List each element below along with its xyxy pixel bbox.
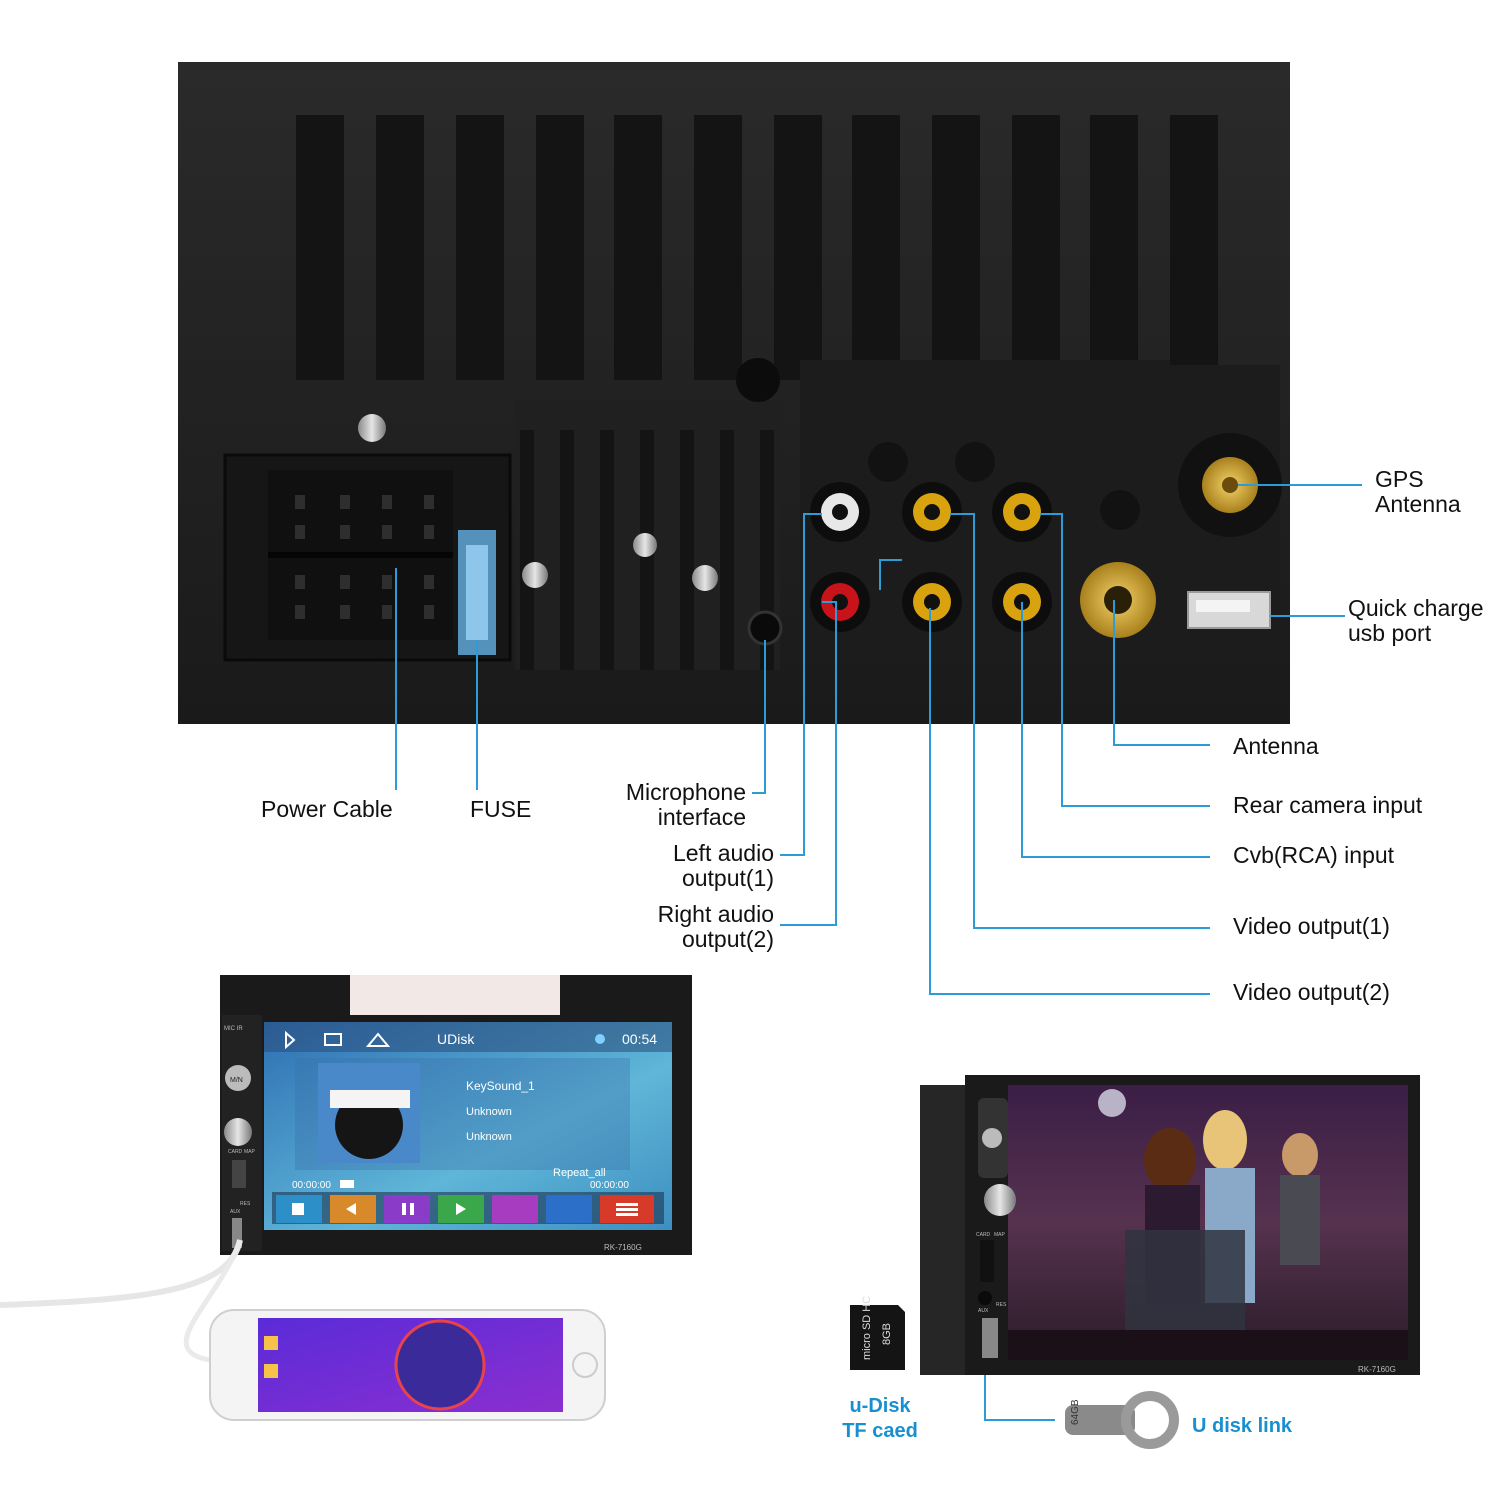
mode-button[interactable] xyxy=(982,1128,1002,1148)
usb-capacity: 64GB xyxy=(1070,1399,1081,1425)
smartphone xyxy=(209,1309,606,1421)
track-title: KeySound_1 xyxy=(466,1079,535,1093)
head-unit-back xyxy=(178,62,1290,724)
pause-button[interactable] xyxy=(384,1195,430,1223)
home-icon[interactable] xyxy=(365,1032,391,1047)
micro-sd-card: micro SD HC 8GB xyxy=(850,1296,905,1370)
mic-icon xyxy=(595,1034,605,1044)
screw-icon xyxy=(522,562,548,588)
mic-ir-label: MIC IR xyxy=(224,1026,243,1032)
album: Unknown xyxy=(466,1131,512,1143)
card-slot xyxy=(980,1240,994,1282)
mode-button[interactable] xyxy=(225,1065,251,1091)
video-output-2-label: Video output(2) xyxy=(1233,979,1390,1005)
spec-sticker xyxy=(350,975,560,1015)
progress-icon xyxy=(340,1180,354,1188)
fuse-label: FUSE xyxy=(470,796,532,822)
rear-camera-label: Rear camera input xyxy=(1233,792,1423,818)
sd-capacity: 8GB xyxy=(881,1323,893,1345)
usb-stick: 64GB xyxy=(1065,1391,1179,1449)
udisk-link-label: U disk link xyxy=(1192,1415,1293,1437)
cvb-input-label: Cvb(RCA) input xyxy=(1233,842,1395,868)
model-label: RK-7160G xyxy=(1358,1365,1396,1374)
res-label: RES xyxy=(996,1302,1007,1308)
home-button-icon xyxy=(572,1352,598,1378)
card-slot xyxy=(232,1160,246,1188)
screw-icon xyxy=(692,565,718,591)
aux-jack-icon xyxy=(978,1291,992,1305)
screen-title: UDisk xyxy=(437,1031,475,1047)
res-label: RES xyxy=(240,1201,251,1207)
card-label: CARD xyxy=(976,1232,991,1238)
front-unit-music xyxy=(220,975,692,1255)
model-label: RK-7160G xyxy=(604,1243,642,1252)
volume-knob[interactable] xyxy=(984,1184,1016,1216)
sd-brand: micro SD HC xyxy=(861,1296,873,1360)
back-icon[interactable] xyxy=(285,1030,296,1050)
time-end: 00:00:00 xyxy=(590,1180,629,1191)
usb-slot xyxy=(982,1318,998,1358)
screw-icon xyxy=(633,533,657,557)
mode-label: M/N xyxy=(230,1077,243,1084)
shuffle-button[interactable] xyxy=(492,1195,538,1223)
front-unit-video xyxy=(920,1075,1420,1375)
microphone-jack-icon xyxy=(747,610,783,646)
antenna-label: Antenna xyxy=(1233,733,1319,759)
media-controls xyxy=(276,1195,654,1223)
video-output-1-label: Video output(1) xyxy=(1233,913,1390,939)
card-label: CARD xyxy=(228,1149,243,1155)
repeat-button[interactable] xyxy=(546,1195,592,1223)
usb-slot xyxy=(232,1218,242,1248)
rca-jacks xyxy=(810,482,1052,632)
time-start: 00:00:00 xyxy=(292,1180,331,1191)
artist: Unknown xyxy=(466,1106,512,1118)
map-label: MAP xyxy=(994,1232,1006,1238)
cooling-fins xyxy=(296,115,1218,380)
usb-cable xyxy=(0,1239,243,1308)
recent-apps-icon[interactable] xyxy=(324,1033,342,1046)
map-label: MAP xyxy=(244,1149,256,1155)
screw-icon xyxy=(358,414,386,442)
power-cable-label: Power Cable xyxy=(261,796,393,822)
aux-label: AUX xyxy=(230,1209,241,1215)
leader-lines xyxy=(395,484,1362,1421)
aux-label: AUX xyxy=(978,1308,989,1314)
clock: 00:54 xyxy=(622,1031,657,1047)
volume-knob[interactable] xyxy=(224,1118,252,1146)
repeat-mode: Repeat_all xyxy=(553,1167,606,1179)
